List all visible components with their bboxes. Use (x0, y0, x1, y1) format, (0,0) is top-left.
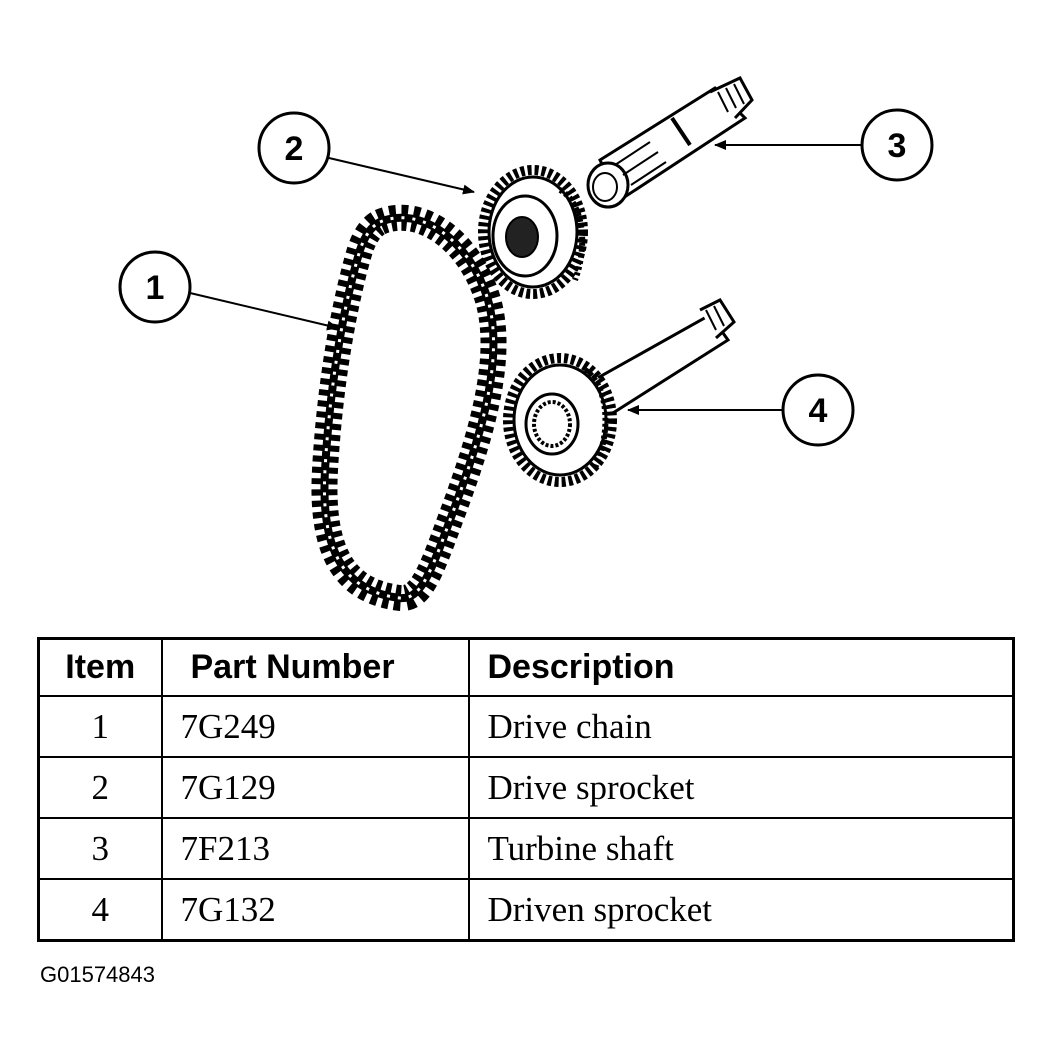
table-row: 4 7G132 Driven sprocket (37, 878, 1015, 942)
callout-1-arrow (189, 292, 339, 331)
cell-item: 4 (37, 878, 163, 942)
turbine-shaft (586, 76, 754, 209)
cell-description: Drive sprocket (467, 756, 1015, 819)
cell-item: 3 (37, 817, 163, 880)
callout-2-label: 2 (285, 130, 304, 168)
exploded-parts-diagram: 1 2 3 4 (118, 76, 934, 612)
parts-table: Item Part Number Description 1 7G249 Dri… (37, 637, 1015, 942)
cell-part-number: 7F213 (160, 817, 470, 880)
table-row: 2 7G129 Drive sprocket (37, 756, 1015, 819)
header-item: Item (37, 637, 163, 697)
table-row: 1 7G249 Drive chain (37, 695, 1015, 758)
callout-3: 3 (714, 108, 934, 182)
cell-part-number: 7G249 (160, 695, 470, 758)
cell-part-number: 7G132 (160, 878, 470, 942)
callout-2: 2 (257, 111, 475, 195)
cell-item: 2 (37, 756, 163, 819)
cell-description: Drive chain (467, 695, 1015, 758)
header-description: Description (467, 637, 1015, 697)
header-part-number: Part Number (160, 637, 470, 697)
cell-description: Turbine shaft (467, 817, 1015, 880)
callout-3-label: 3 (888, 127, 907, 165)
figure-code: G01574843 (40, 962, 155, 987)
callout-4-label: 4 (809, 392, 828, 430)
cell-description: Driven sprocket (467, 878, 1015, 942)
drive-sprocket (478, 165, 588, 299)
callout-1: 1 (118, 250, 339, 331)
callout-4: 4 (627, 373, 855, 447)
callout-1-label: 1 (146, 269, 165, 307)
callout-2-arrow (328, 157, 475, 195)
table-header-row: Item Part Number Description (37, 637, 1015, 697)
table-row: 3 7F213 Turbine shaft (37, 817, 1015, 880)
driven-sprocket (503, 298, 736, 487)
drive-chain (311, 204, 507, 612)
cell-part-number: 7G129 (160, 756, 470, 819)
cell-item: 1 (37, 695, 163, 758)
